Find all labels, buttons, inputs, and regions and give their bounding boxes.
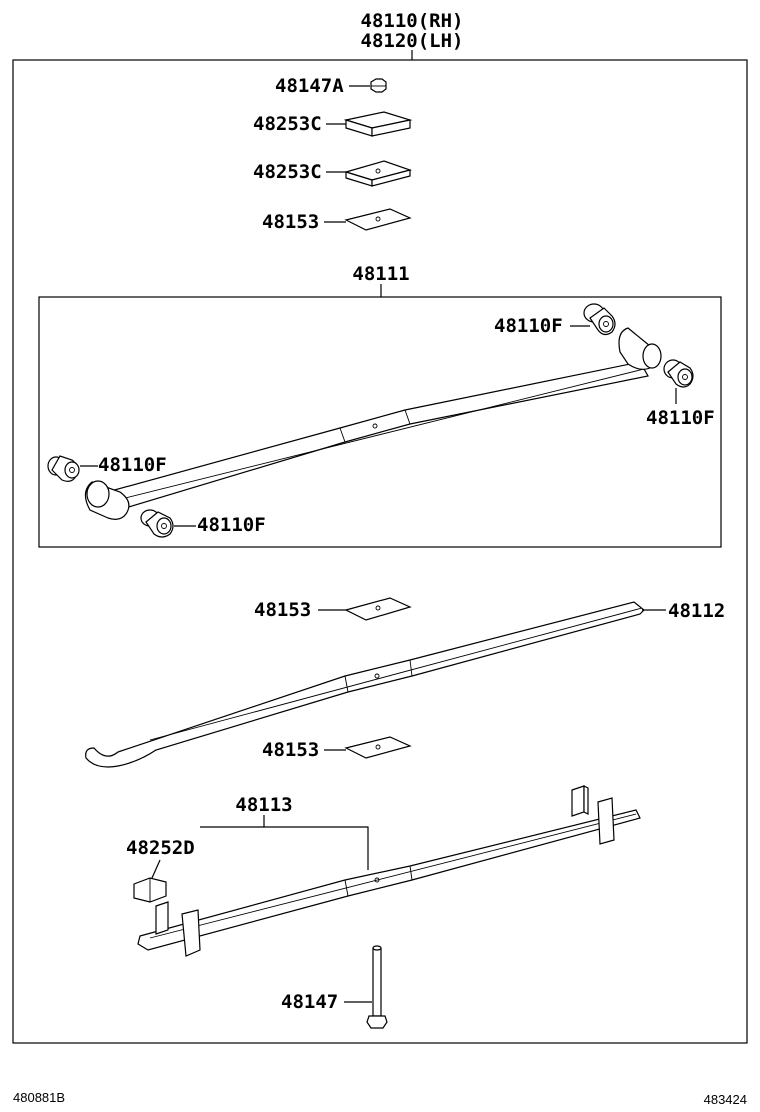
label-nut: 48147A (275, 75, 344, 97)
label-assembly-lh: 48120(LH) (361, 30, 464, 52)
label-clip: 48252D (126, 837, 195, 859)
leader-clip (151, 859, 161, 879)
nut-icon (370, 78, 387, 93)
leaf-no1-box (38, 296, 722, 548)
label-bolt: 48147 (281, 991, 338, 1013)
label-bushing-left: 48110F (98, 454, 167, 476)
bushing-far-right (663, 359, 694, 388)
leaf-spring-no3 (137, 785, 641, 957)
label-spacer-1: 48253C (253, 113, 322, 135)
center-bolt (366, 945, 388, 1029)
insulator-pad-mid (344, 597, 412, 621)
leader-leaf-no3 (263, 815, 369, 870)
leaf-spring-no1 (84, 327, 662, 520)
label-bushing-bottom-left: 48110F (197, 514, 266, 536)
label-bushing-far-right: 48110F (646, 407, 715, 429)
bushing-left (47, 455, 80, 482)
label-bushing-top-right: 48110F (494, 315, 563, 337)
footer-left-code: 480881B (13, 1090, 65, 1105)
spacer-plate-1 (343, 111, 413, 137)
clip-icon (133, 877, 167, 903)
label-insulator-low: 48153 (262, 739, 319, 761)
label-insulator-top: 48153 (262, 211, 319, 233)
leaf-clip-left (155, 901, 201, 957)
footer-right-code: 483424 (704, 1092, 747, 1107)
label-assembly-rh: 48110(RH) (361, 10, 464, 32)
label-insulator-mid: 48153 (254, 599, 311, 621)
label-spacer-2: 48253C (253, 161, 322, 183)
outer-frame (12, 59, 748, 1044)
bushing-bottom-left (140, 509, 174, 538)
label-leaf-no3: 48113 (235, 794, 292, 816)
bushing-top-right (583, 303, 616, 336)
leaf-spring-no2 (85, 601, 645, 768)
label-leaf-no1: 48111 (352, 263, 409, 285)
leaf-clip-right (571, 785, 615, 845)
label-leaf-no2: 48112 (668, 600, 725, 622)
insulator-pad-top (344, 208, 412, 231)
spacer-plate-2 (343, 160, 413, 187)
insulator-pad-low (344, 736, 412, 759)
